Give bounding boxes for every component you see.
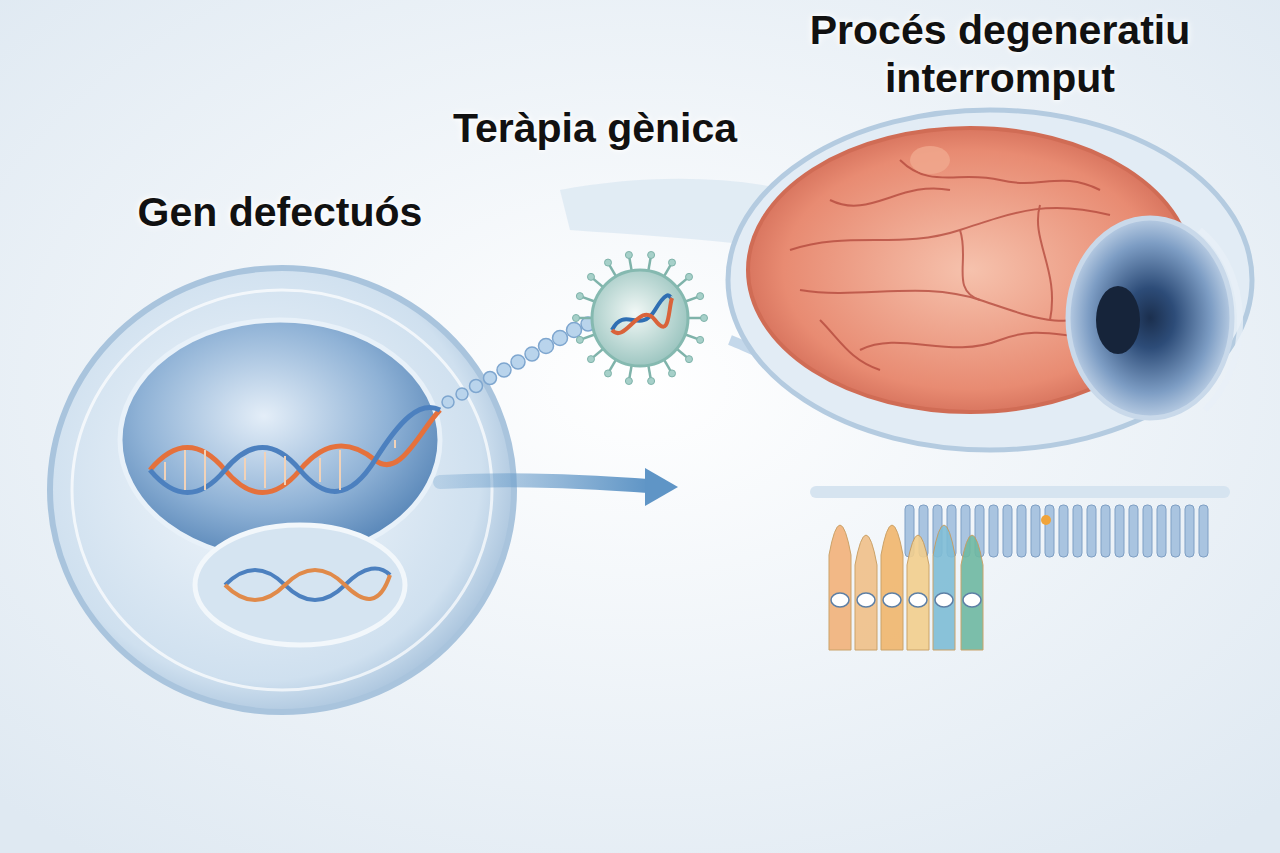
- cone-cell: [933, 525, 955, 650]
- rod-cell: [1031, 505, 1040, 557]
- virus-spike-tip: [701, 315, 708, 322]
- caption-label: Procés degeneratiu interromput: [760, 6, 1240, 103]
- virus-spike-tip: [669, 259, 676, 266]
- virus-spike-tip: [625, 251, 632, 258]
- virus-spike-tip: [697, 336, 704, 343]
- virus-spike-tip: [648, 251, 655, 258]
- rod-cell: [1157, 505, 1166, 557]
- virus-spike-tip: [573, 315, 580, 322]
- virus-spike-tip: [625, 378, 632, 385]
- virus-spike-tip: [686, 273, 693, 280]
- cone-cell: [907, 535, 929, 650]
- rod-cell: [1087, 505, 1096, 557]
- cone-cell: [829, 525, 851, 650]
- rod-cell: [1101, 505, 1110, 557]
- virus-spike-tip: [576, 293, 583, 300]
- rod-cell: [1045, 505, 1054, 557]
- virus-spike-tip: [576, 336, 583, 343]
- cone-cell: [961, 535, 983, 650]
- virus-spike-tip: [587, 356, 594, 363]
- cone-nucleus: [831, 593, 849, 607]
- cone-nucleus: [857, 593, 875, 607]
- cone-nucleus: [909, 593, 927, 607]
- rod-cell: [1199, 505, 1208, 557]
- caption-label: Gen defectuós: [100, 188, 460, 236]
- cone-nucleus: [935, 593, 953, 607]
- virus-spike-tip: [648, 378, 655, 385]
- cone-nucleus: [963, 593, 981, 607]
- cone-cell: [881, 525, 903, 650]
- rod-cell: [1017, 505, 1026, 557]
- rod-cell: [1115, 505, 1124, 557]
- rod-cell: [1073, 505, 1082, 557]
- rod-cell: [1129, 505, 1138, 557]
- virus-spike-tip: [669, 370, 676, 377]
- virus-spike-tip: [686, 356, 693, 363]
- cone-nucleus: [883, 593, 901, 607]
- virus-spike-tip: [605, 370, 612, 377]
- caption-label: Teràpia gènica: [415, 104, 775, 152]
- marker-dot: [1041, 515, 1051, 525]
- rod-cell: [989, 505, 998, 557]
- cone-cell: [855, 535, 877, 650]
- retina-membrane: [810, 486, 1230, 498]
- rod-cell: [1171, 505, 1180, 557]
- virus-spike-tip: [605, 259, 612, 266]
- rod-cell: [1059, 505, 1068, 557]
- virus-spike-tip: [587, 273, 594, 280]
- virus-spike-tip: [697, 293, 704, 300]
- rod-cell: [1185, 505, 1194, 557]
- rod-cell: [1003, 505, 1012, 557]
- rod-cell: [1143, 505, 1152, 557]
